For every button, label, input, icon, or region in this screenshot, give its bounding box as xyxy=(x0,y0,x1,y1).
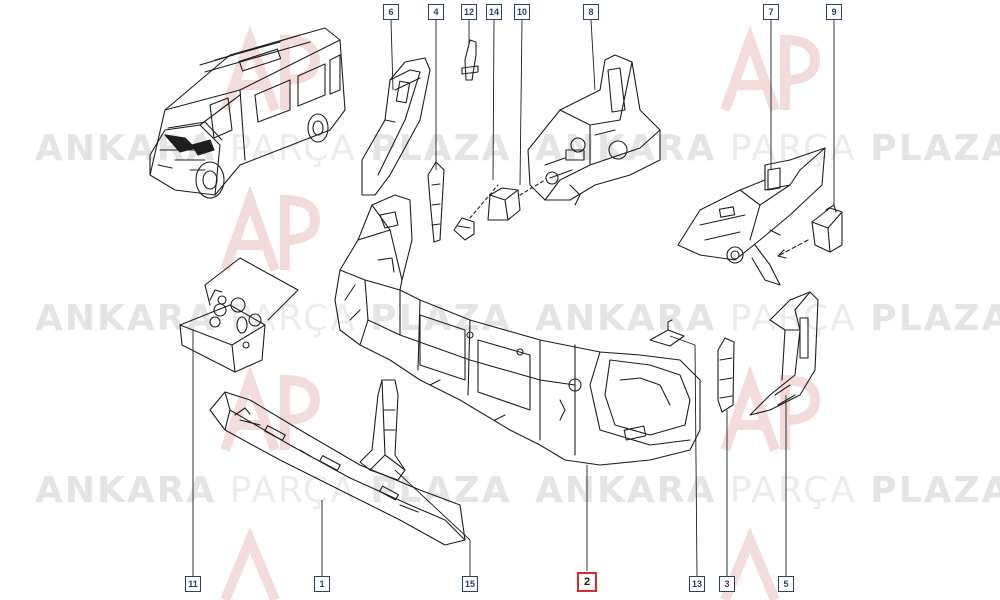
watermark-text-row2b: ANKARA PARÇA PLAZA xyxy=(535,298,1000,339)
callout-1[interactable]: 1 xyxy=(314,576,330,592)
part-10-shape xyxy=(487,179,546,221)
watermark-text-row3: ANKARA PARÇA PLAZA xyxy=(35,470,512,511)
callout-7[interactable]: 7 xyxy=(763,4,779,20)
callout-15[interactable]: 15 xyxy=(462,576,478,592)
callout-13[interactable]: 13 xyxy=(689,576,705,592)
callout-14[interactable]: 14 xyxy=(486,4,502,20)
part-3-shape xyxy=(717,337,735,413)
watermark-text-row2: ANKARA PARÇA PLAZA xyxy=(35,298,512,339)
part-13-shape xyxy=(649,319,685,347)
van-illustration xyxy=(149,27,346,199)
part-5-shape xyxy=(749,291,819,416)
callout-11[interactable]: 11 xyxy=(185,576,201,592)
part-12-shape xyxy=(461,39,479,81)
callout-10[interactable]: 10 xyxy=(514,4,530,20)
watermark-text-row3b: ANKARA PARÇA PLAZA xyxy=(535,470,1000,511)
part-15-shape xyxy=(359,379,406,481)
callout-6[interactable]: 6 xyxy=(383,4,399,20)
callout-5[interactable]: 5 xyxy=(778,576,794,592)
callout-2-highlighted[interactable]: 2 xyxy=(577,572,597,592)
callout-9[interactable]: 9 xyxy=(826,4,842,20)
callout-12[interactable]: 12 xyxy=(461,4,477,20)
part-6-shape xyxy=(361,57,431,196)
part-9-shape xyxy=(777,204,843,259)
leader-lines xyxy=(192,19,835,577)
part-1-shape xyxy=(209,391,466,546)
watermark-text-row1: ANKARA PARÇA PLAZA xyxy=(35,128,512,169)
callout-4[interactable]: 4 xyxy=(428,4,444,20)
callout-8[interactable]: 8 xyxy=(583,4,599,20)
part-14-shape xyxy=(453,184,499,241)
part-11-shape xyxy=(179,257,299,373)
callout-3[interactable]: 3 xyxy=(719,576,735,592)
watermark-text-row1b: ANKARA PARÇA PLAZA xyxy=(535,128,1000,169)
part-2-shape xyxy=(334,194,701,466)
part-7-shape xyxy=(677,147,826,286)
part-8-shape xyxy=(527,54,661,206)
part-4-shape xyxy=(427,161,445,243)
